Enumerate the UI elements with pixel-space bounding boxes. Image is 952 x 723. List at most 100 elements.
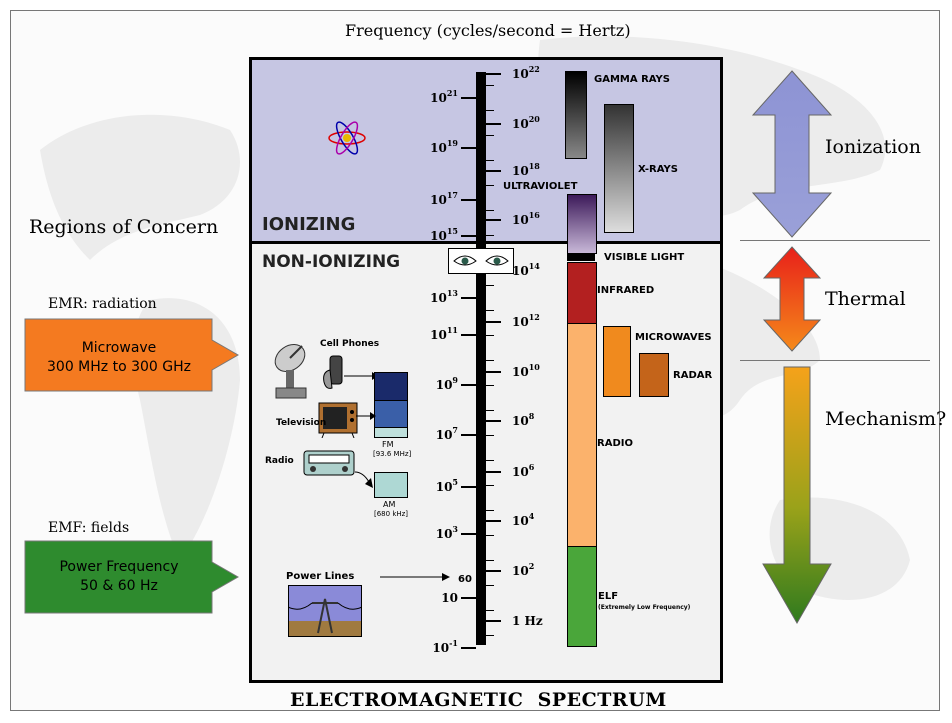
fm-label: FM [382,440,394,449]
radio-bar [567,323,597,547]
emf-line2: 50 & 60 Hz [80,578,158,594]
minor-tick [486,310,494,311]
minor-tick [486,610,494,611]
minor-tick [486,510,494,511]
emr-header: EMR: radiation [48,296,157,312]
tick-base: 10 [512,264,529,278]
tick-exponent: 18 [528,161,540,171]
minor-tick [486,210,494,211]
minor-tick [486,360,494,361]
tick-base: 10 [512,564,529,578]
tick-exponent: 22 [528,64,540,74]
atom-icon [328,121,366,155]
tick-exponent: 16 [528,210,540,220]
ionizing-divider [249,241,723,244]
ionizing-region [249,57,723,243]
thermal-arrow [763,246,821,352]
right-tick-mark [486,471,501,473]
regions-label: Regions of Concern [29,216,219,238]
tick-exponent: 5 [452,477,458,487]
right-tick-mark [486,123,501,125]
emr-arrow [24,318,240,392]
right-tick-label: 1014 [512,261,540,278]
right-tick-label: 1016 [512,210,540,227]
tv-band-box [374,400,408,428]
tick-exponent: 13 [446,288,458,298]
visible-bar [567,253,595,261]
minor-tick [486,285,494,286]
tick-base: 10 [430,91,447,105]
left-tick-label: 10 [441,588,458,605]
uv-label: ULTRAVIOLET [503,181,578,192]
radio-device-label: Radio [265,456,294,466]
chart-title: Frequency (cycles/second = Hertz) [345,21,631,40]
minor-tick [486,235,494,236]
minor-tick [486,410,494,411]
right-tick-mark [486,73,501,75]
infrared-label: INFRARED [597,285,655,296]
elf-label: ELF [598,591,619,602]
minor-tick [486,185,494,186]
minor-tick [486,560,494,561]
cell-band-box [374,372,408,401]
tick-base: 10 [512,67,529,81]
power-lines-icon [288,585,362,637]
right-tick-label: 106 [512,462,534,479]
tick-exponent: 2 [528,561,535,571]
left-tick-mark [461,384,476,386]
left-tick-label: 1011 [430,325,458,342]
left-tick-mark [461,434,476,436]
elf-bar [567,546,597,647]
right-tick-label: 1022 [512,64,540,81]
tick-base: 10 [512,514,529,528]
minor-tick [486,135,494,136]
minor-tick [486,485,494,486]
spectrum-footer: ELECTROMAGNETIC SPECTRUM [290,689,667,711]
left-tick-mark [461,199,476,201]
left-tick-label: 1015 [430,226,458,243]
tick-exponent: 12 [528,312,540,322]
visible-label: VISIBLE LIGHT [604,252,685,263]
tick-base: 10 [512,365,529,379]
gamma-bar [565,71,587,159]
tick-exponent: 15 [446,226,458,236]
left-tick-label: 1019 [430,138,458,155]
tick-exponent: 10 [528,362,540,372]
right-tick-label: 1 Hz [512,611,543,628]
television-icon [318,402,358,438]
minor-tick [486,385,494,386]
left-tick-mark [461,334,476,336]
tick-exponent: 3 [452,524,458,534]
left-tick-mark [461,533,476,535]
microwaves-bar [603,326,631,397]
television-label: Television [276,418,327,428]
satellite-dish-icon [274,344,307,399]
tick-base: 10 [441,591,458,605]
tick-base: 10 [430,141,447,155]
emf-text: Power Frequency 50 & 60 Hz [24,558,214,596]
left-tick-label: 1013 [430,288,458,305]
right-tick-label: 1012 [512,312,540,329]
tick-exponent: 6 [528,462,535,472]
infrared-bar [567,262,597,324]
left-tick-mark [461,597,476,599]
emf-header: EMF: fields [48,520,130,536]
left-tick-label: 103 [436,524,458,541]
cell-arrow [344,372,378,380]
elf-sublabel: (Extremely Low Frequency) [598,604,691,611]
left-tick-label: 1021 [430,88,458,105]
right-tick-label: 108 [512,411,534,428]
sixty-hz-label: 60 [458,574,472,585]
microwaves-label: MICROWAVES [635,332,712,343]
right-tick-mark [486,620,501,622]
right-tick-label: 102 [512,561,534,578]
non-ionizing-label: NON-IONIZING [262,252,401,272]
tick-base: 10 [430,229,447,243]
tick-base: 10 [512,213,529,227]
tick-exponent: 20 [528,114,540,124]
tick-base: 10 [512,315,529,329]
tick-exponent: 8 [528,411,535,421]
am-band-box [374,472,408,498]
tick-base: 10 [432,641,450,655]
right-tick-label: 104 [512,511,534,528]
